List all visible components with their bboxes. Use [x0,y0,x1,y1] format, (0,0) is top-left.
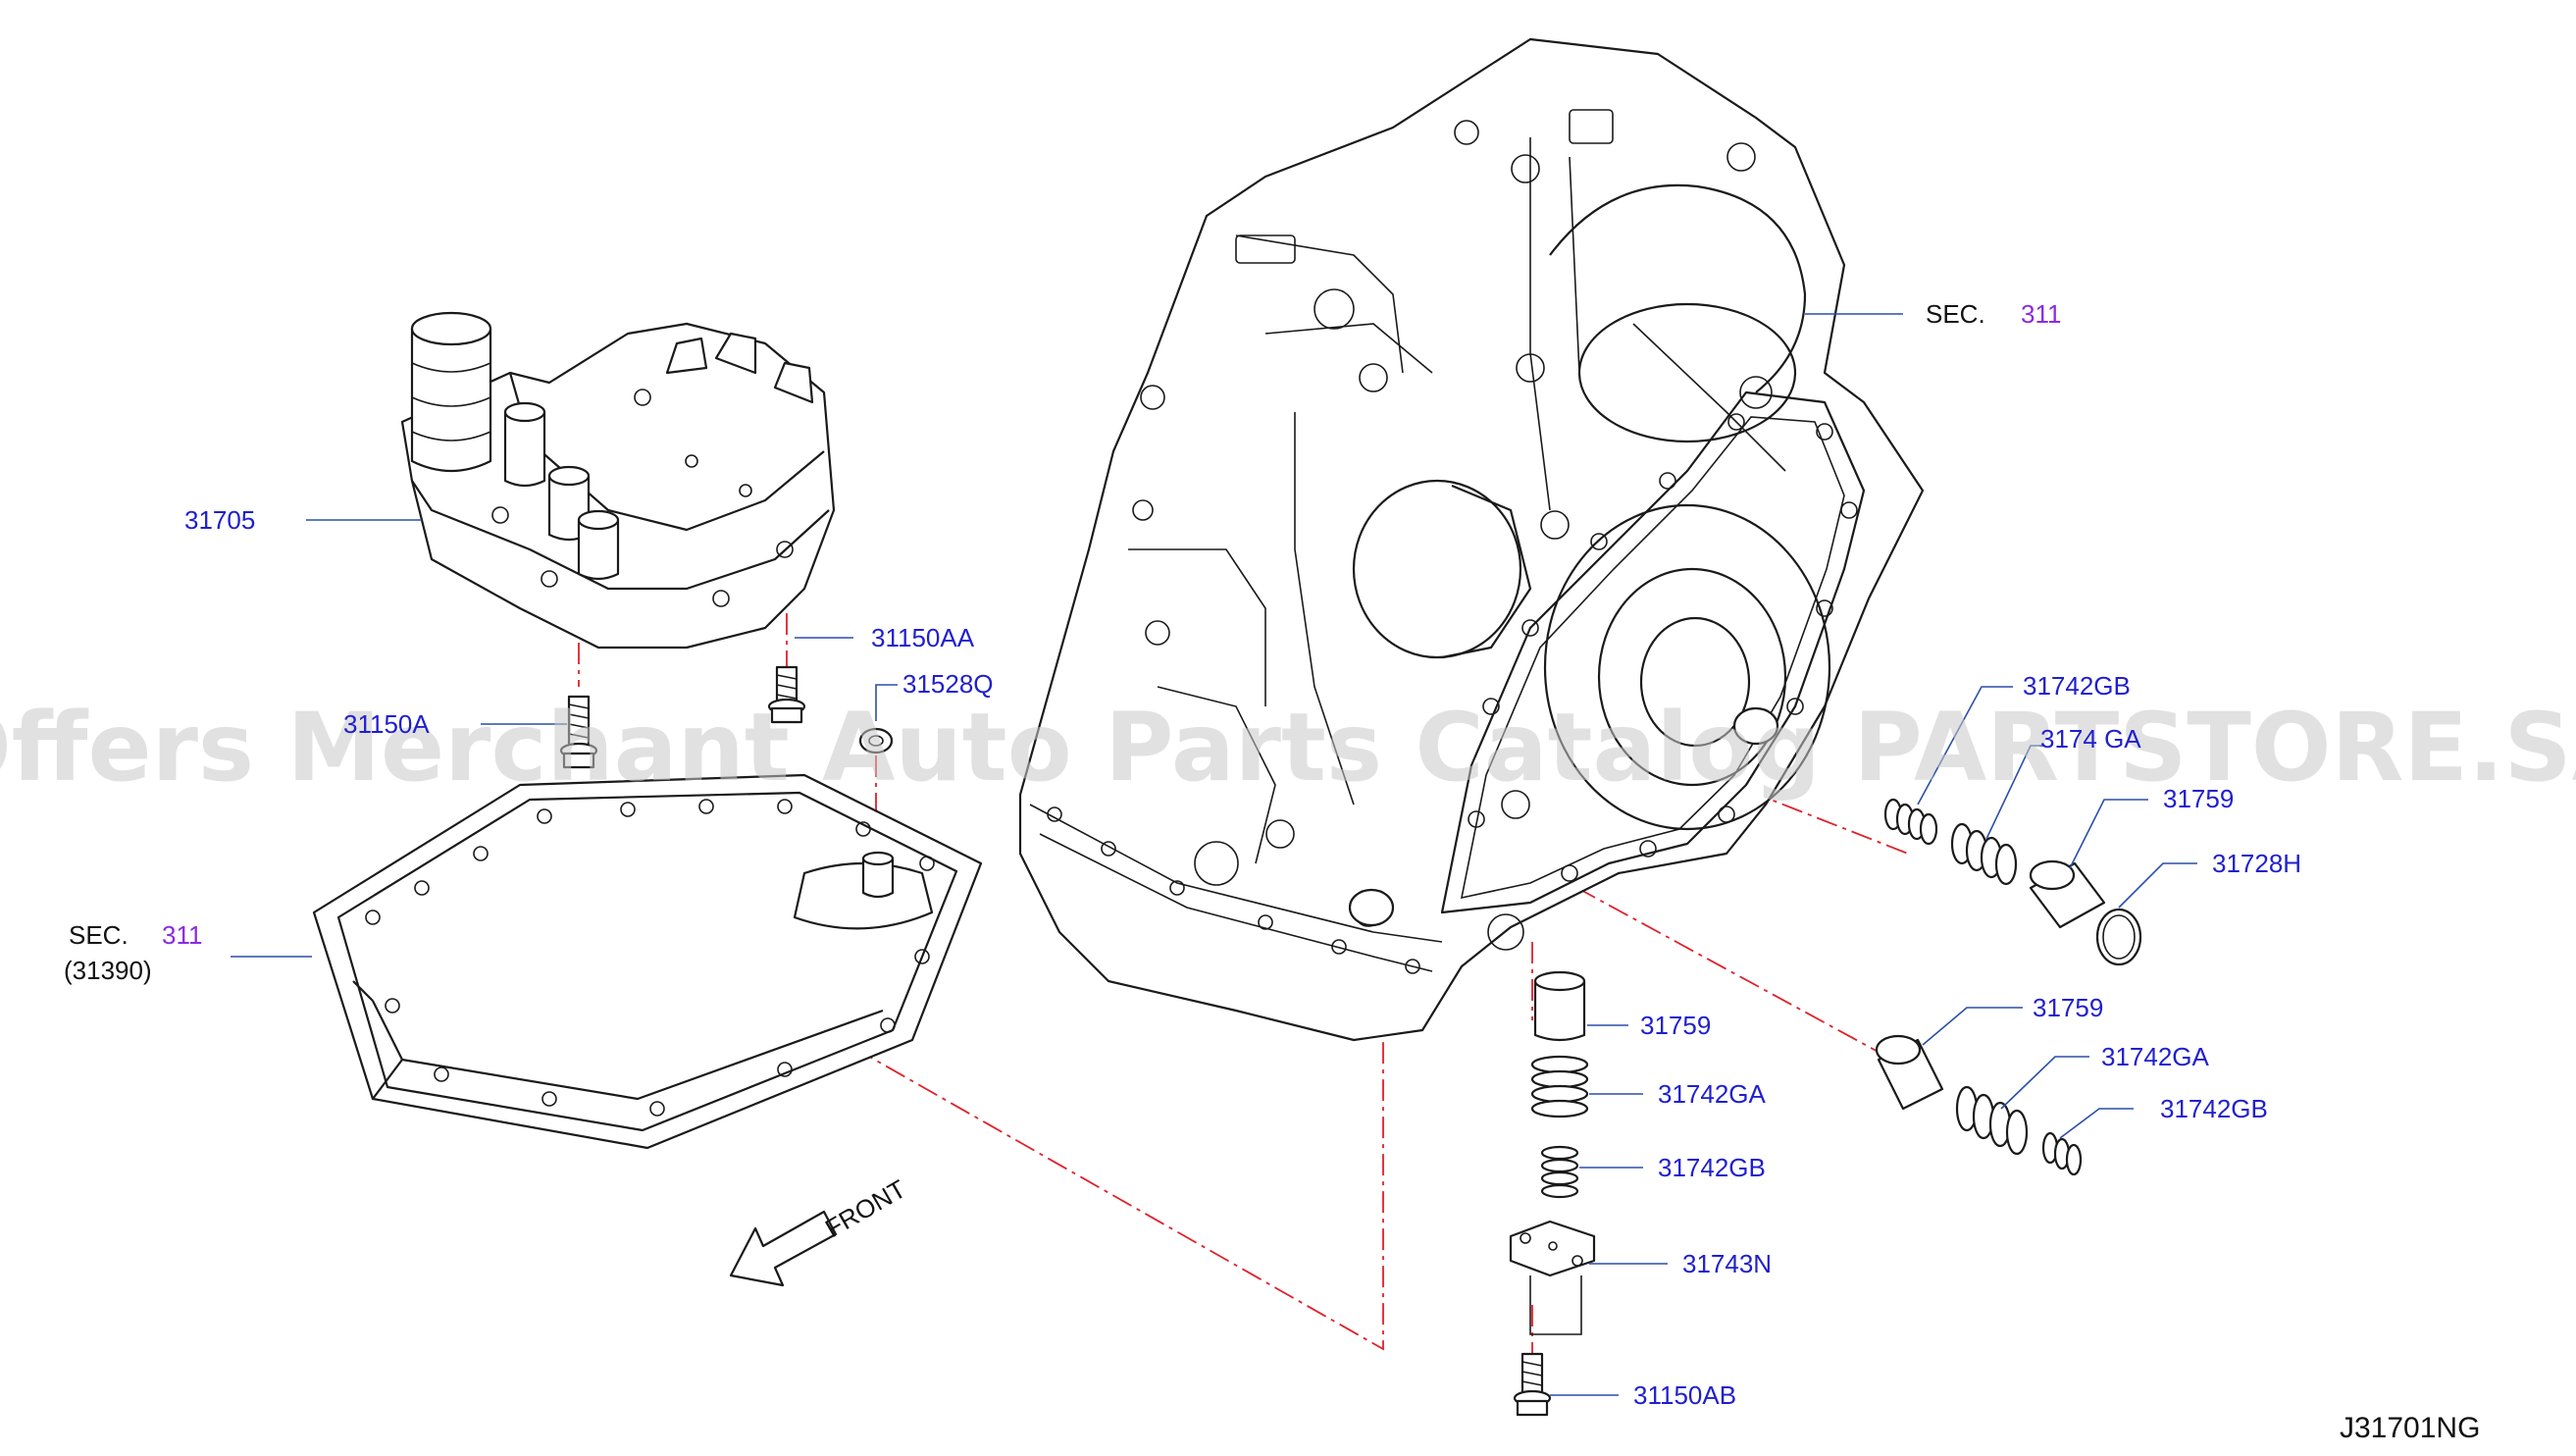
label-31728H[interactable]: 31728H [2212,849,2301,878]
label-31705[interactable]: 31705 [184,505,255,535]
label-31150AA[interactable]: 31150AA [871,623,975,652]
bolt-31150AA [767,665,806,724]
label-31150AB[interactable]: 31150AB [1633,1380,1736,1410]
transmission-case [1018,37,1925,1042]
spring-31742GB-right [2041,1131,2083,1176]
part-labels: SEC. 311 31705 31150AA 31528Q 31150A SEC… [64,299,2480,1444]
o-ring-31728H [2095,908,2142,966]
label-31742GA-right[interactable]: 31742GA [2101,1042,2210,1071]
piston-31759-lower [1533,970,1586,1042]
spring-31742GA-right [1955,1085,2029,1156]
spring-31742GB-upper [1883,798,1938,846]
label-front: FRONT [820,1173,911,1243]
label-sec-left-sub: (31390) [64,956,152,985]
label-31759-right[interactable]: 31759 [2033,993,2103,1022]
front-direction-arrow [729,1210,838,1287]
label-sec-left-prefix: SEC. [69,920,129,950]
diagram-code: J31701NG [2340,1412,2480,1444]
spring-31742GA-upper [1950,822,2018,886]
label-sec-top-link[interactable]: 311 [2021,299,2061,329]
leader-lines [231,313,2197,1396]
bolt-31150A [559,695,598,769]
spring-31742GA-lower [1530,1055,1589,1118]
label-31759-lower[interactable]: 31759 [1640,1011,1711,1040]
washer-31528Q [858,727,894,754]
piston-31759-right [1875,1034,1944,1111]
watermark-text: Offers Merchant Auto Parts Catalog PARTS… [0,693,2576,803]
spring-31742GB-lower [1540,1145,1579,1199]
label-31759-upper[interactable]: 31759 [2163,784,2234,813]
label-31742GB-right[interactable]: 31742GB [2160,1094,2268,1123]
label-31743N[interactable]: 31743N [1682,1249,1772,1278]
label-31150A[interactable]: 31150A [343,709,430,739]
plate-31743N [1509,1220,1596,1335]
oil-pan [312,773,983,1150]
label-31742GB-upper[interactable]: 31742GB [2023,671,2131,701]
label-sec-top-prefix: SEC. [1926,299,1985,329]
control-valve-assembly [400,311,836,650]
label-sec-left-link[interactable]: 311 [162,920,202,950]
label-31528Q[interactable]: 31528Q [902,669,994,699]
label-31742GB-lower[interactable]: 31742GB [1658,1153,1766,1182]
label-31742GA-lower[interactable]: 31742GA [1658,1079,1767,1109]
piston-31759-upper [2029,859,2106,929]
bolt-31150AB [1513,1352,1552,1417]
label-3174GA-upper[interactable]: 3174 GA [2040,724,2141,754]
